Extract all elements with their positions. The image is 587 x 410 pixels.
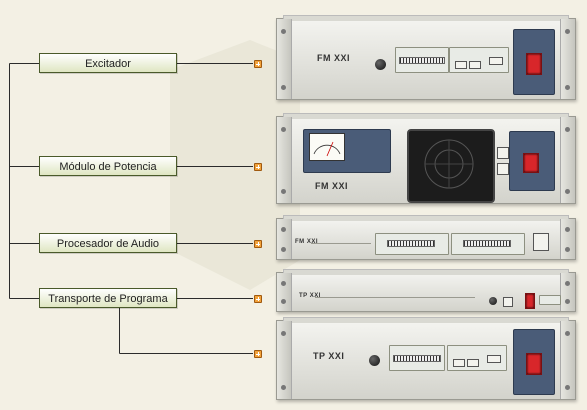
rack-ear-right [560,19,575,99]
meter-needle-icon [313,141,341,157]
transport-rx-knob-icon[interactable] [369,355,380,366]
rack-ear-left [277,321,292,399]
rack-ear-right [560,219,575,259]
connector-transporte-rx[interactable] [254,350,262,358]
rack-ear-right [560,273,575,311]
transport-tx-groove [315,297,475,298]
audio-brand: FM XXI [295,239,319,245]
power-indicator-b [497,163,509,175]
exciter-led-bar [399,57,445,64]
rack-ear-right [560,321,575,399]
rack-ear-left [277,117,292,203]
rack-top-edge [283,15,569,21]
connector-transporte-tx[interactable] [254,295,262,303]
transport-tx-switch[interactable] [525,293,535,309]
audio-power-box[interactable] [533,233,549,251]
power-module-switch[interactable] [523,153,539,173]
rack-top-edge [283,269,569,275]
power-fan-grille-icon [407,129,495,203]
exciter-power-switch[interactable] [526,53,542,75]
rack-ear-left [277,219,292,259]
rack-power-module: FM XXI [276,113,576,204]
connector-procesador[interactable] [254,240,262,248]
rack-transport-tx: TP XXI [276,269,576,312]
rack-exciter: FM XXI [276,15,576,100]
exciter-knob-icon[interactable] [375,59,386,70]
label-excitador[interactable]: Excitador [39,53,177,73]
exciter-button-c[interactable] [489,57,503,65]
transport-rx-brand: TP XXI [313,351,345,361]
audio-led-bar-right [463,240,511,247]
transport-rx-power-switch[interactable] [526,353,542,375]
transport-tx-knob-icon[interactable] [489,297,497,305]
rack-top-edge [283,113,569,119]
power-analog-meter-icon [309,133,345,161]
rack-top-edge [283,215,569,221]
transport-tx-display [539,295,561,305]
transport-rx-power-panel [513,329,555,395]
connector-excitador[interactable] [254,60,262,68]
transport-tx-brand: TP XXI [299,293,321,299]
audio-led-bar-left [387,240,435,247]
rack-audio-processor: FM XXI [276,215,576,260]
rack-transport-rx: TP XXI [276,317,576,400]
transport-rx-button-c[interactable] [487,355,501,363]
power-brand: FM XXI [315,181,349,191]
label-transporte-programa[interactable]: Transporte de Programa [39,288,177,308]
transport-rx-led-bar [393,355,441,362]
rack-ear-left [277,273,292,311]
transport-tx-button[interactable] [503,297,513,307]
transport-rx-button-a[interactable] [453,359,465,367]
fan-blades-icon [424,139,474,189]
exciter-button-b[interactable] [469,61,481,69]
rack-top-edge [283,317,569,323]
rack-ear-left [277,19,292,99]
rack-ear-right [560,117,575,203]
exciter-button-a[interactable] [455,61,467,69]
connector-modulo[interactable] [254,163,262,171]
label-modulo-potencia[interactable]: Módulo de Potencia [39,156,177,176]
label-procesador-audio[interactable]: Procesador de Audio [39,233,177,253]
exciter-brand: FM XXI [317,53,351,63]
power-indicator-a [497,147,509,159]
transport-rx-button-b[interactable] [467,359,479,367]
audio-groove [311,243,371,244]
